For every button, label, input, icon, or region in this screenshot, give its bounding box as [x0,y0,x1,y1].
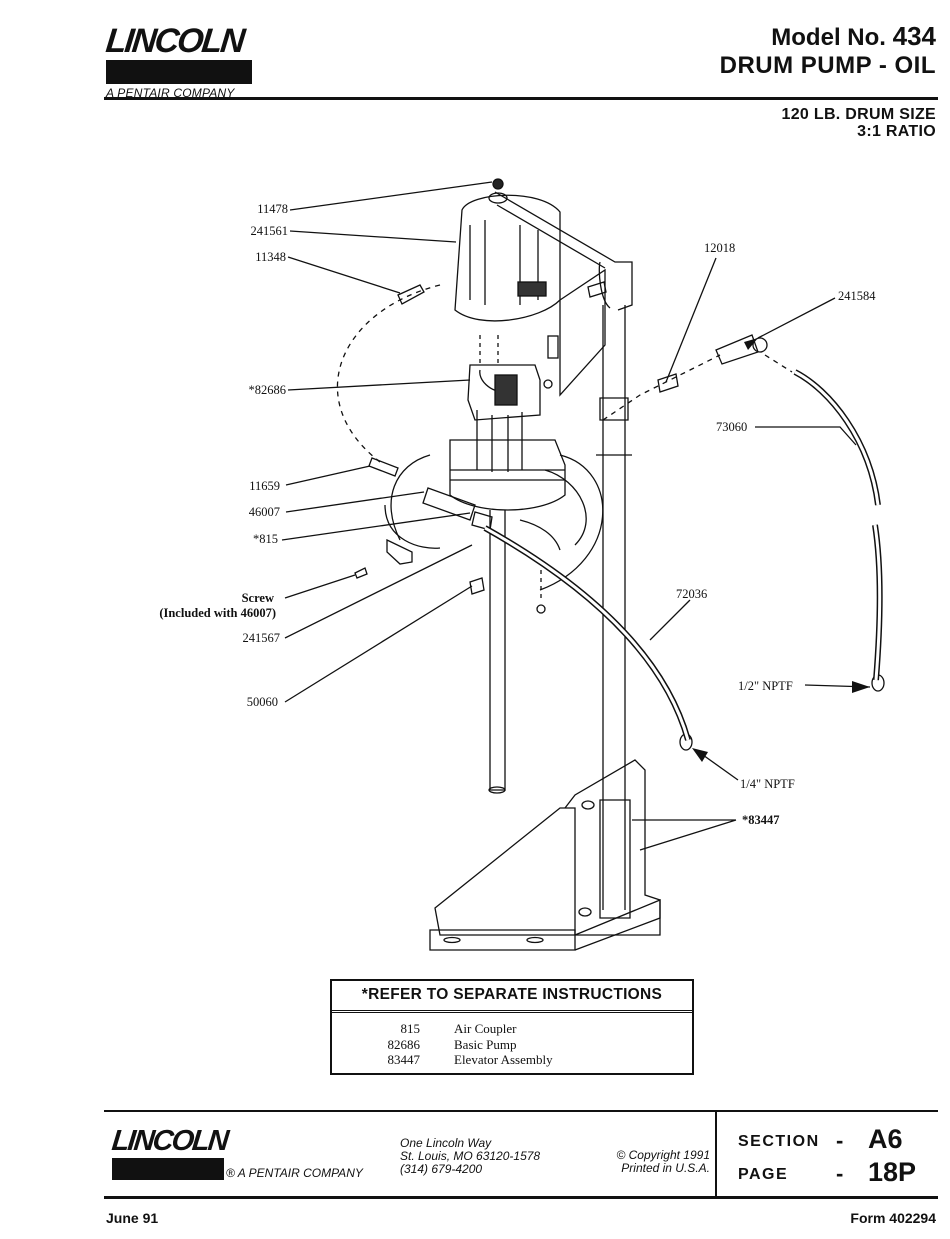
printed-line: Printed in U.S.A. [621,1161,710,1175]
logo-tagline: A PENTAIR COMPANY [106,86,235,100]
model-number: 434 [892,21,936,51]
instructions-list: 815 Air Coupler 82686 Basic Pump 83447 E… [332,1013,692,1068]
callout-12018: 12018 [704,241,735,255]
logo-bar [106,60,252,84]
callout-73060: 73060 [716,420,747,434]
model-line: Model No. 434 [720,22,936,52]
footer-divider [715,1110,717,1196]
footer-logo-bar [112,1158,224,1180]
callout-815: *815 [253,532,278,546]
callout-11348: 11348 [255,250,286,264]
footer-logo-wordmark: LINCOLN [110,1125,229,1157]
list-item: 83447 Elevator Assembly [332,1052,692,1068]
page-label: PAGE [738,1166,789,1183]
callout-241584: 241584 [838,289,876,303]
callout-82686: *82686 [249,383,287,397]
address-line: St. Louis, MO 63120-1578 [400,1149,541,1163]
part-code: 815 [400,1021,421,1036]
copyright-notice: © Copyright 1991 Printed in U.S.A. [560,1149,710,1175]
footer-bottom-rule [104,1196,938,1199]
section-label: SECTION [738,1133,820,1150]
footer-logo: LINCOLN ® A PENTAIR COMPANY [110,1125,363,1180]
header-rule [104,97,938,100]
model-label: Model No. [771,24,886,51]
list-item: 82686 Basic Pump [332,1037,692,1053]
ratio: 3:1 RATIO [857,123,936,140]
page-dash: - [836,1161,844,1186]
part-desc: Elevator Assembly [454,1052,553,1067]
callout-11659: 11659 [249,479,280,493]
form-number: Form 402294 [850,1210,936,1226]
company-address: One Lincoln Way St. Louis, MO 63120-1578… [400,1137,540,1176]
diagram-drawing [281,178,885,951]
callout-241567: 241567 [243,631,281,645]
list-item: 815 Air Coupler [332,1021,692,1037]
callout-46007: 46007 [249,505,280,519]
address-line: One Lincoln Way [400,1136,492,1150]
title-block: Model No. 434 DRUM PUMP - OIL [720,22,936,80]
callout-nptf-quarter: 1/4" NPTF [740,777,795,791]
product-title: DRUM PUMP - OIL [719,52,936,79]
callout-241561: 241561 [251,224,289,238]
part-desc: Air Coupler [454,1021,517,1036]
spec-block: 120 LB. DRUM SIZE 3:1 RATIO [782,106,936,140]
section-dash: - [836,1128,844,1153]
footer-top-rule [104,1110,938,1112]
part-code: 83447 [387,1052,421,1067]
callout-screw: Screw [242,591,274,605]
part-desc: Basic Pump [454,1036,517,1052]
callout-83447: *83447 [742,813,780,827]
callout-screw-note: (Included with 46007) [159,606,276,620]
page-value: 18P [868,1157,917,1187]
copyright-line: © Copyright 1991 [616,1148,710,1162]
instructions-box: *REFER TO SEPARATE INSTRUCTIONS 815 Air … [330,979,694,1075]
callout-nptf-half: 1/2" NPTF [738,679,793,693]
arrow-heads [692,338,870,762]
lincoln-logo: LINCOLN A PENTAIR COMPANY [104,22,258,100]
drum-size: 120 LB. DRUM SIZE [781,106,936,123]
section-value: A6 [868,1124,903,1154]
part-code: 82686 [387,1036,421,1052]
address-line: (314) 679-4200 [400,1162,483,1176]
callout-11478: 11478 [257,202,288,216]
callout-72036: 72036 [676,587,707,601]
instructions-title: *REFER TO SEPARATE INSTRUCTIONS [332,981,692,1013]
callout-50060: 50060 [247,695,278,709]
issue-date: June 91 [106,1210,159,1226]
footer-logo-tagline: ® A PENTAIR COMPANY [226,1166,363,1180]
